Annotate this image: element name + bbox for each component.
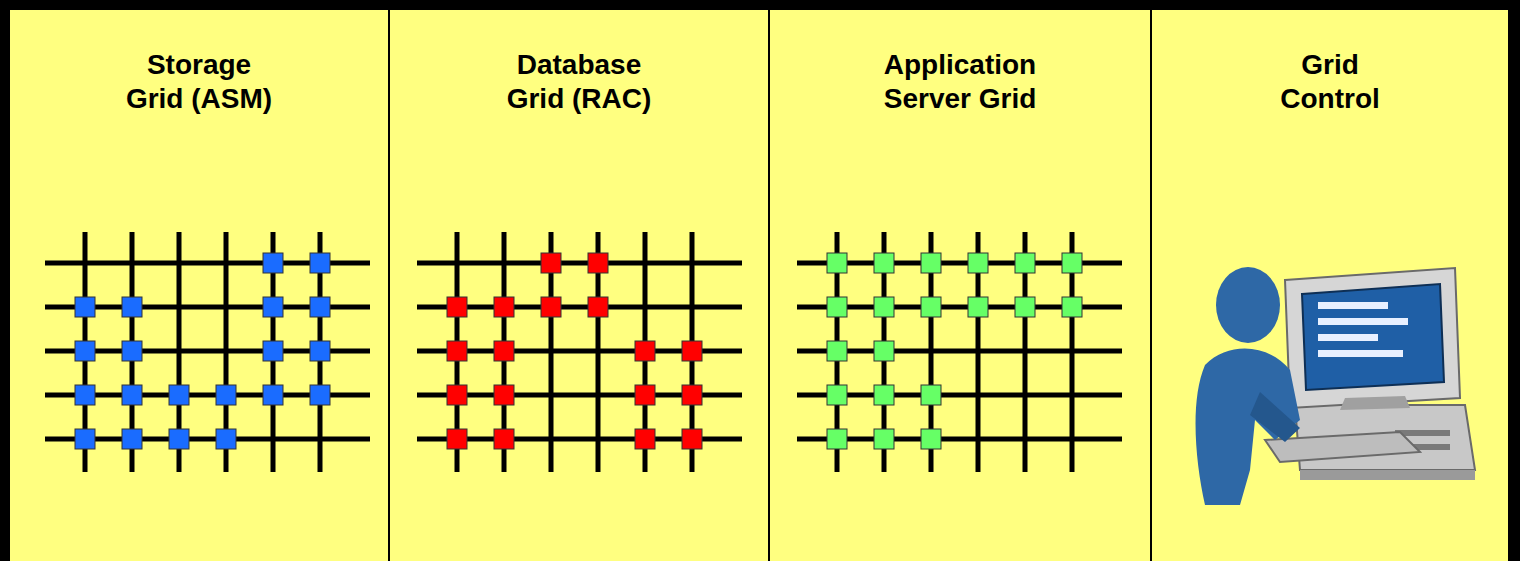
grid-node-square <box>169 385 189 405</box>
grid-node-square <box>122 297 142 317</box>
grid-node-square <box>921 297 941 317</box>
grid-node-square <box>263 341 283 361</box>
admin-workstation-icon <box>1196 267 1475 505</box>
grid-node-square <box>447 341 467 361</box>
monitor-screen <box>1302 284 1444 390</box>
grid-node-square <box>921 385 941 405</box>
grid-node-square <box>827 385 847 405</box>
grid-panel: Application Server Grid <box>770 10 1150 561</box>
grid-node-square <box>541 253 561 273</box>
grid-node-square <box>75 385 95 405</box>
grid-node-square <box>1015 297 1035 317</box>
grid-node-square <box>122 341 142 361</box>
grid-node-square <box>921 253 941 273</box>
grid-node-square <box>494 429 514 449</box>
screen-line <box>1318 350 1403 357</box>
grid-node-square <box>75 341 95 361</box>
screen-line <box>1318 302 1388 309</box>
person-head <box>1216 267 1280 343</box>
grid-node-square <box>263 385 283 405</box>
grid-lattice <box>417 232 742 472</box>
grid-node-square <box>588 297 608 317</box>
grid-node-square <box>682 385 702 405</box>
person-arm <box>1250 392 1300 442</box>
monitor-stand <box>1340 396 1410 410</box>
grid-node-square <box>827 341 847 361</box>
panel-title: Storage Grid (ASM) <box>119 48 279 116</box>
grid-node-square <box>263 253 283 273</box>
grid-node-square <box>874 429 894 449</box>
grid-node-square <box>75 297 95 317</box>
grid-node-square <box>541 297 561 317</box>
grid-node-square <box>635 385 655 405</box>
grid-node-square <box>874 341 894 361</box>
grid-node-square <box>169 429 189 449</box>
grid-node-square <box>635 341 655 361</box>
grid-node-square <box>263 297 283 317</box>
grid-lattice <box>45 232 370 472</box>
grid-node-square <box>827 297 847 317</box>
grid-node-square <box>921 429 941 449</box>
grid-node-square <box>1062 253 1082 273</box>
grid-node-square <box>310 297 330 317</box>
grid-panel: Database Grid (RAC) <box>390 10 768 561</box>
grid-node-square <box>310 385 330 405</box>
grid-node-square <box>494 385 514 405</box>
grid-node-square <box>310 341 330 361</box>
panel-title: Grid Control <box>1250 48 1410 116</box>
grid-node-square <box>447 429 467 449</box>
grid-node-square <box>682 429 702 449</box>
grid-node-square <box>1015 253 1035 273</box>
grid-node-square <box>447 297 467 317</box>
grid-node-square <box>874 385 894 405</box>
grid-node-square <box>122 429 142 449</box>
grid-node-square <box>874 297 894 317</box>
panel-heading: Storage Grid (ASM) <box>10 48 388 116</box>
grid-node-square <box>310 253 330 273</box>
grid-node-square <box>216 429 236 449</box>
grid-node-square <box>968 297 988 317</box>
grid-node-square <box>874 253 894 273</box>
grid-node-square <box>968 253 988 273</box>
panel-heading: Database Grid (RAC) <box>390 48 768 116</box>
monitor-case <box>1285 268 1460 408</box>
screen-line <box>1318 318 1408 325</box>
panel-title: Application Server Grid <box>880 48 1040 116</box>
panel-heading: Application Server Grid <box>770 48 1150 116</box>
grid-node-square <box>1062 297 1082 317</box>
screen-line <box>1318 334 1378 341</box>
grid-node-square <box>122 385 142 405</box>
grid-node-square <box>216 385 236 405</box>
grid-node-square <box>827 253 847 273</box>
panel-heading: Grid Control <box>1152 48 1508 116</box>
person-body <box>1196 349 1300 505</box>
grid-illustrations <box>45 232 1122 472</box>
grid-panel: Storage Grid (ASM) <box>10 10 388 561</box>
grid-lattice <box>797 232 1122 472</box>
grid-node-square <box>827 429 847 449</box>
panel-title: Database Grid (RAC) <box>499 48 659 116</box>
grid-node-square <box>75 429 95 449</box>
grid-node-square <box>635 429 655 449</box>
grid-node-square <box>682 341 702 361</box>
grid-node-square <box>588 253 608 273</box>
grid-node-square <box>447 385 467 405</box>
grid-node-square <box>494 341 514 361</box>
grid-node-square <box>494 297 514 317</box>
computer-base-edge <box>1300 470 1475 480</box>
